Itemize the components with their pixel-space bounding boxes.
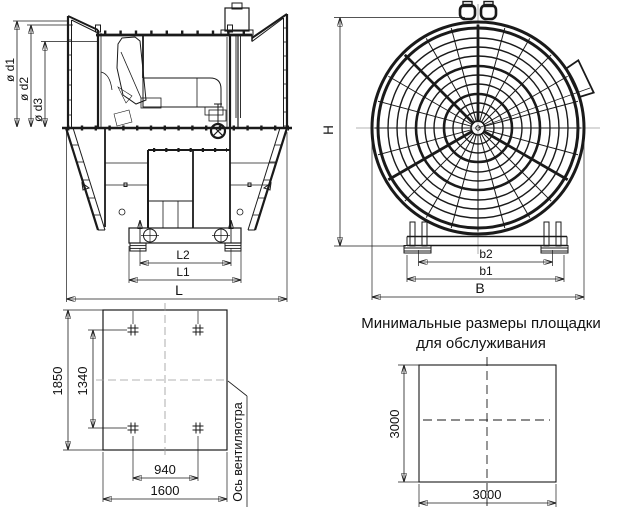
dim-B: B <box>371 132 585 300</box>
support-panel-lower-right <box>247 127 289 231</box>
dim-label-d1: ø d1 <box>3 58 17 82</box>
hub <box>475 125 481 131</box>
dim-L2: L2 <box>139 248 232 266</box>
grille-spokes <box>374 24 582 232</box>
inspection-hatch <box>564 58 595 99</box>
diffuser-panel-upper-right <box>251 13 289 128</box>
dim-b2: b2 <box>418 247 553 266</box>
platform-title-line1: Минимальные размеры площадки <box>361 315 600 332</box>
service-platform: Минимальные размеры площадки для обслужи… <box>361 315 601 511</box>
inner-frame <box>104 128 275 229</box>
dim-H: H <box>321 17 465 247</box>
platform-square <box>418 364 557 483</box>
axis-leader: Ось вентиляотра <box>227 380 248 507</box>
dim-label-H: H <box>321 125 336 135</box>
dim-label-b1: b1 <box>479 264 493 278</box>
bolt-hole <box>127 422 139 434</box>
dim-L1: L1 <box>128 246 242 283</box>
lifting-lugs <box>458 0 498 21</box>
base-frame <box>128 220 242 252</box>
dim-label-d3: ø d3 <box>31 98 45 122</box>
casing-body <box>140 77 224 116</box>
dim-1340: 1340 <box>75 329 127 429</box>
dim-3000-v: 3000 <box>387 364 419 483</box>
valve-handwheel <box>208 103 227 140</box>
support-panel-lower-left <box>64 127 106 231</box>
dim-label-L2: L2 <box>176 248 190 262</box>
dim-label-B: B <box>475 280 484 296</box>
dim-label-b2: b2 <box>479 247 493 261</box>
dim-label-L: L <box>175 282 183 298</box>
foundation-plan: Ось вентиляотра 1850 1340 940 1600 <box>50 303 248 507</box>
dim-L: L <box>66 132 288 302</box>
side-view: ø d1 ø d2 ø d3 L2 L1 L <box>3 2 292 302</box>
dim-d2: ø d2 <box>17 24 73 127</box>
impeller-fairing <box>100 36 147 127</box>
diffuser-panel-upper-left <box>66 15 99 128</box>
dim-1600: 1600 <box>102 452 228 502</box>
feet <box>403 221 569 254</box>
dim-940: 940 <box>132 436 199 481</box>
dim-label-1340: 1340 <box>75 367 90 396</box>
dim-label-3000-v: 3000 <box>387 410 402 439</box>
platform-title-line2: для обслуживания <box>416 335 546 352</box>
dim-3000-h: 3000 <box>418 484 557 507</box>
dim-d1: ø d1 <box>3 20 69 127</box>
dim-label-940: 940 <box>154 462 176 477</box>
dim-label-L1: L1 <box>176 265 190 279</box>
fan-axis-label: Ось вентиляотра <box>231 402 245 501</box>
dim-label-d2: ø d2 <box>17 77 31 101</box>
dim-label-1600: 1600 <box>151 483 180 498</box>
front-view: H b2 b1 B <box>321 0 600 300</box>
bolt-hole <box>127 324 139 336</box>
dim-1850: 1850 <box>50 309 103 451</box>
dim-label-1850: 1850 <box>50 367 65 396</box>
motor <box>220 2 254 127</box>
bolt-hole <box>192 422 204 434</box>
dim-label-3000-h: 3000 <box>473 487 502 502</box>
bolt-hole <box>192 324 204 336</box>
dim-d3: ø d3 <box>31 41 99 127</box>
dim-b1: b1 <box>406 255 565 282</box>
